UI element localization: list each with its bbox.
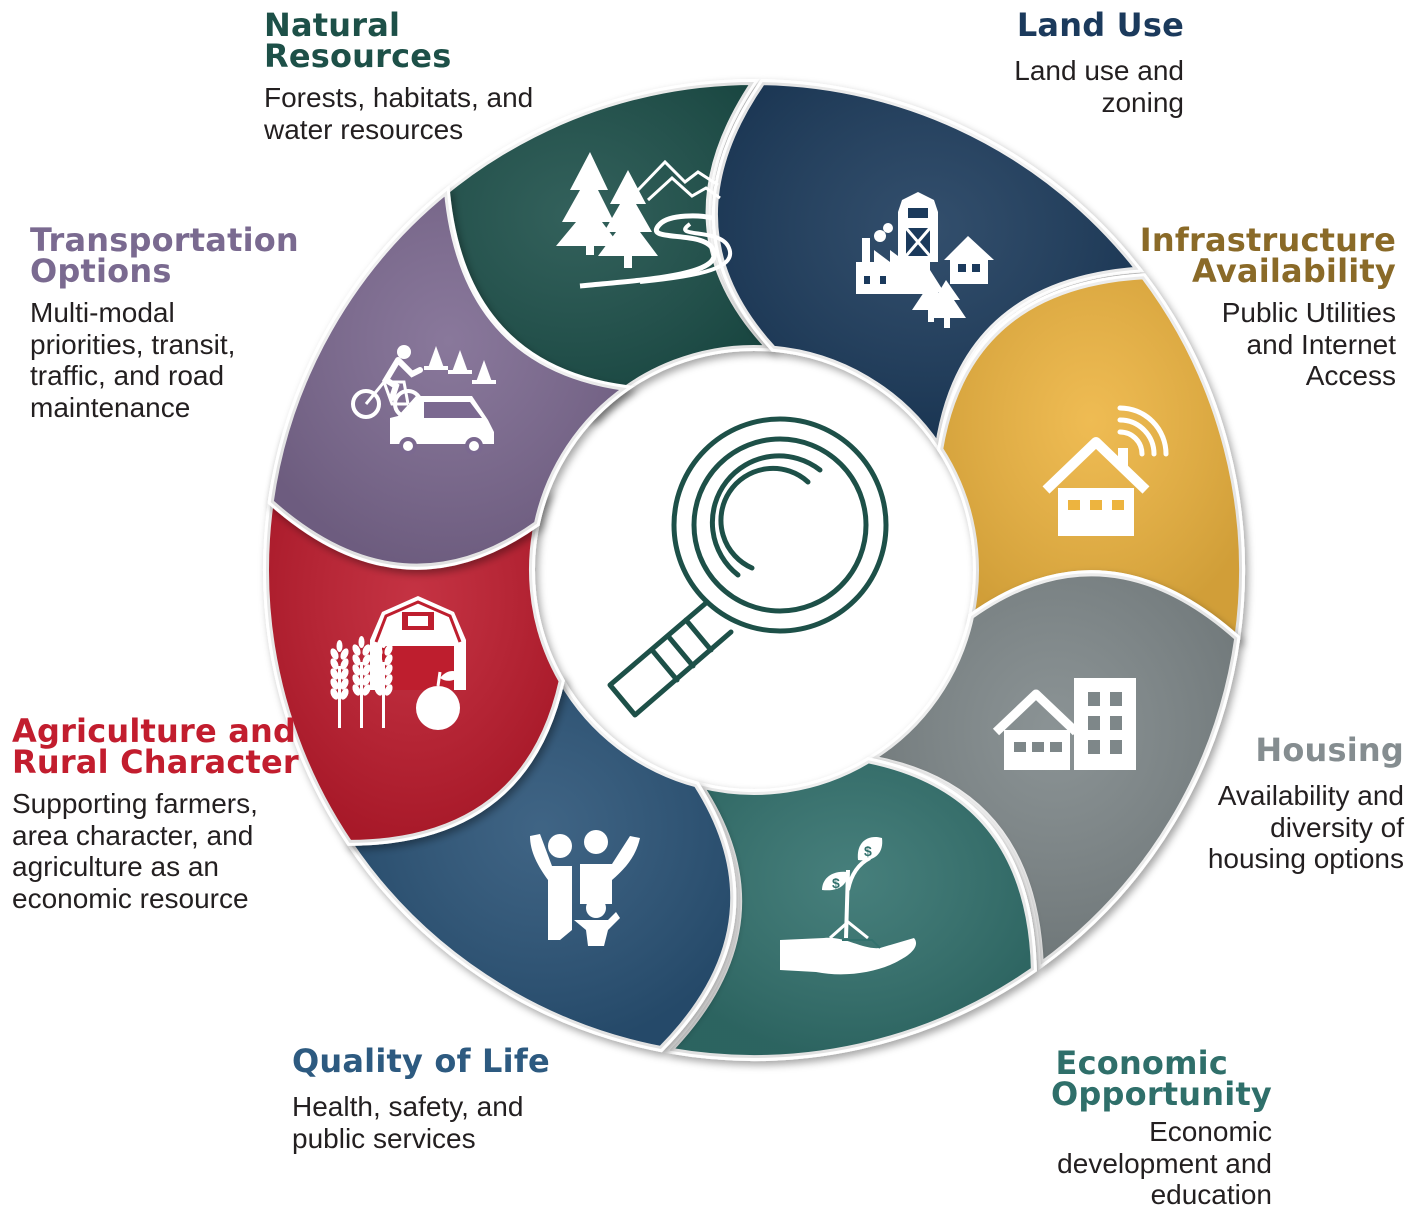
wheat-kernel [362,664,371,676]
category-title: Housing [1255,731,1404,769]
label-transportation: Transportation Options Multi-modal prior… [30,221,299,423]
label-agriculture: Agriculture and Rural Character Supporti… [12,712,299,914]
category-title: Quality of Life [292,1042,550,1080]
category-description: Forests, habitats, and water resources [264,82,534,145]
svg-text:$: $ [832,875,840,891]
label-quality-of-life: Quality of Life Health, safety, and publ… [292,1042,550,1154]
wheat-kernel [362,654,371,666]
segment-economic-opportunity [663,757,1037,1061]
category-title: Land Use [1016,6,1184,44]
wheat-kernel [374,654,383,666]
wheat-kernel [340,678,349,690]
family-icon [530,830,640,946]
wheat-kernel [374,664,383,676]
label-land-use: Land Use Land use and zoning [1014,6,1184,118]
category-description: Supporting farmers, area character, and … [12,788,258,914]
wheat-kernel [362,674,371,686]
wheat-kernel [330,658,339,670]
wheat-kernel [352,644,361,656]
wheat-kernel [352,664,361,676]
category-title: Economic Opportunity [1051,1044,1272,1113]
wheat-kernel [330,648,339,660]
money-plant-hand-icon: $ $ [780,836,917,975]
wheat-kernel [384,664,393,676]
category-title: Natural Resources [264,6,452,75]
wheat-kernel [330,688,339,700]
segment-transportation [267,184,635,570]
wheat-tip [336,640,343,652]
trees-river-icon [556,152,732,289]
wheat-tip [358,636,365,648]
house-apartment-icon [992,678,1136,770]
label-economic-opportunity: Economic Opportunity Economic developmen… [1051,1044,1272,1211]
wheat-tip [380,636,387,648]
label-natural-resources: Natural Resources Forests, habitats, and… [264,6,534,145]
category-title: Transportation Options [30,221,299,290]
svg-text:$: $ [864,843,872,859]
wheat-kernel [340,648,349,660]
wheat-kernel [340,668,349,680]
wheat-kernel [384,644,393,656]
category-title: Infrastructure Availability [1139,221,1396,290]
wheat-kernel [352,674,361,686]
barn-wheat-apple-icon [330,596,466,730]
magnifying-glass-icon [607,416,889,718]
wheat-kernel [384,674,393,686]
wheat-kernel [340,688,349,700]
category-description: Public Utilities and Internet Access [1221,297,1396,391]
house-wifi-icon [1042,405,1169,536]
wheat-kernel [374,674,383,686]
wheat-kernel [362,644,371,656]
wheat-kernel [374,644,383,656]
wheat-kernel [384,654,393,666]
wheat-kernel [352,654,361,666]
wheat-kernel [330,668,339,680]
bike-car-cones-icon [351,345,496,455]
label-housing: Housing Availability and diversity of ho… [1207,731,1404,875]
category-description: Availability and diversity of housing op… [1207,780,1404,874]
label-infrastructure: Infrastructure Availability Public Utili… [1139,221,1396,392]
wheat-kernel [352,684,361,696]
wheat-kernel [340,658,349,670]
segment-infrastructure [937,273,1246,644]
category-description: Health, safety, and public services [292,1091,524,1154]
category-description: Multi-modal priorities, transit, traffic… [30,297,236,423]
category-title: Agriculture and Rural Character [12,712,299,781]
wheat-kernel [374,684,383,696]
wheat-kernel [384,684,393,696]
wheat-kernel [330,678,339,690]
category-description: Economic development and education [1057,1116,1272,1210]
wheat-kernel [362,684,371,696]
category-description: Land use and zoning [1014,55,1184,118]
wheel-segments [263,78,1246,1061]
barn-factory-house-icon [856,192,994,328]
